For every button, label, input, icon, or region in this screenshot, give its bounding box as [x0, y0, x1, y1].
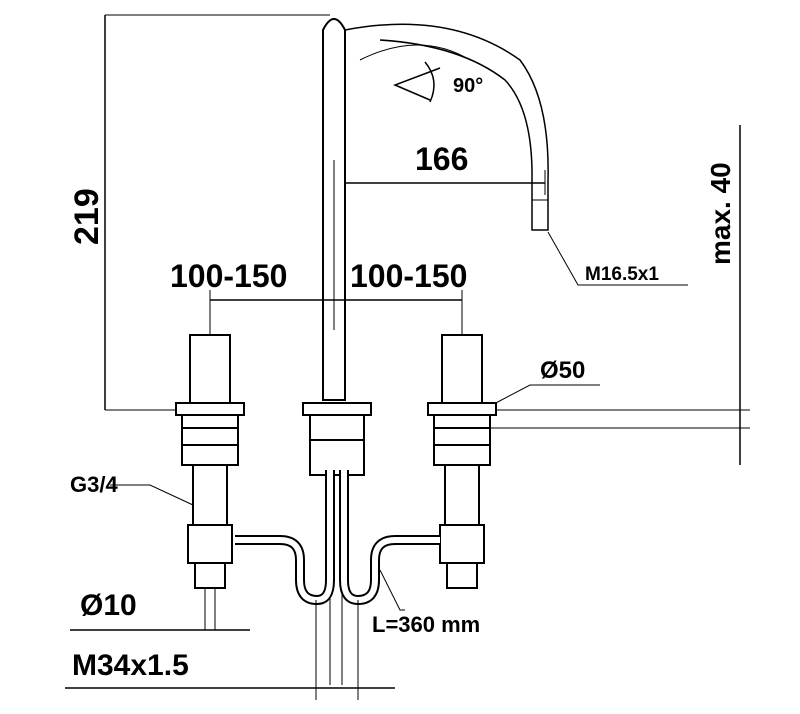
mount-thread-label: M34x1.5	[72, 649, 189, 682]
angle-label: 90°	[453, 75, 483, 97]
flange-diameter-label: Ø50	[540, 357, 585, 384]
hose-length-label: L=360 mm	[372, 612, 480, 637]
center-spout-body	[302, 402, 372, 685]
hose-leader	[379, 569, 405, 611]
thread-leader	[110, 484, 194, 506]
projection-dimension	[344, 170, 546, 195]
pipe-diameter-label: Ø10	[80, 589, 137, 622]
angle-symbol	[392, 61, 441, 103]
aerator-leader	[547, 231, 688, 286]
connection-thread-label: G3/4	[70, 472, 118, 497]
spacing-dimensions	[209, 290, 463, 335]
gooseneck-swivel-position	[344, 23, 549, 231]
flange-leader	[489, 384, 600, 407]
height-label: 219	[68, 188, 106, 245]
mount-thread-dimension	[65, 600, 395, 700]
spout	[322, 18, 346, 401]
projection-label: 166	[415, 141, 468, 177]
max-thickness-label: max. 40	[705, 162, 736, 265]
spacing-right-label: 100-150	[350, 258, 467, 294]
height-dimension	[104, 14, 330, 411]
hoses	[235, 470, 440, 606]
left-valve	[175, 334, 245, 630]
aerator-thread-label: M16.5x1	[585, 264, 659, 285]
spacing-left-label: 100-150	[170, 258, 287, 294]
right-valve	[427, 334, 497, 589]
max-thickness-dimension	[490, 125, 750, 465]
